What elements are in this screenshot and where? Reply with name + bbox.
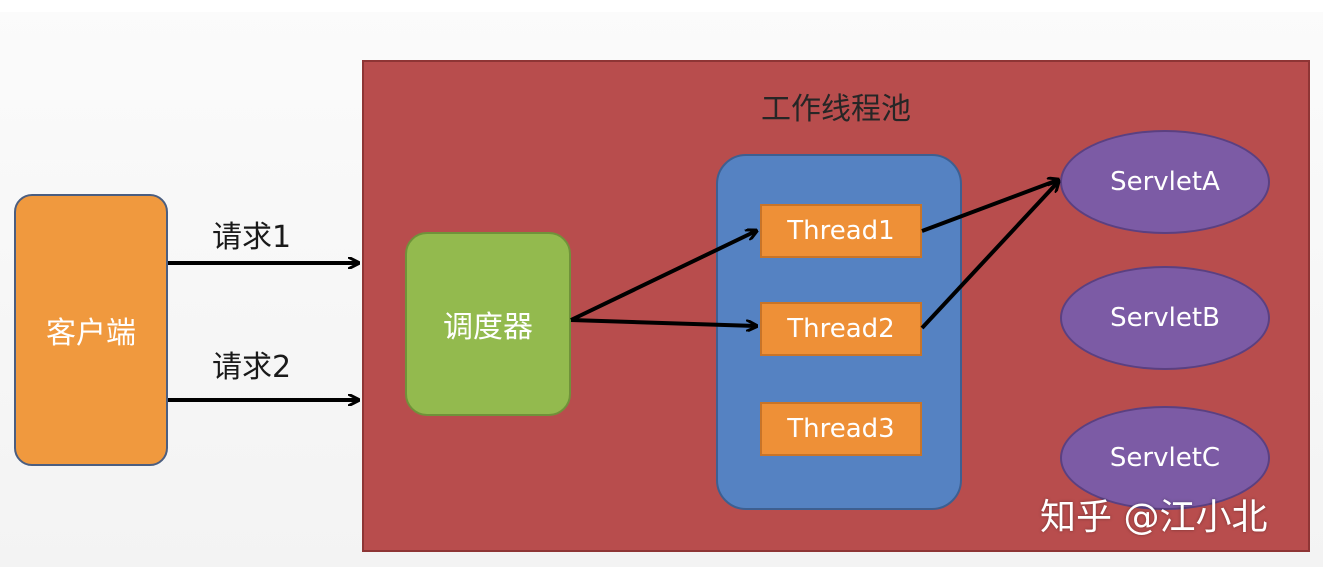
request-1-label: 请求1 — [212, 220, 292, 255]
request-2-label: 请求2 — [212, 350, 292, 385]
servlet-c-label: ServletC — [1109, 443, 1221, 473]
client-box: 客户端 — [14, 194, 168, 466]
scheduler-to-thread2-arrow — [570, 318, 756, 326]
thread-3-label: Thread3 — [787, 414, 895, 444]
scheduler-to-thread1-arrow — [570, 231, 756, 322]
servlet-b-label: ServletB — [1110, 303, 1220, 333]
thread1-to-servleta-arrow — [921, 180, 1058, 233]
top-band — [0, 0, 1323, 12]
thread-1-box: Thread1 — [760, 204, 922, 258]
thread-1-label: Thread1 — [787, 216, 895, 246]
thread-2-label: Thread2 — [787, 314, 895, 344]
thread2-to-servleta-arrow — [920, 182, 1058, 330]
thread-3-box: Thread3 — [760, 402, 922, 456]
servlet-a-label: ServletA — [1110, 167, 1220, 197]
scheduler-box: 调度器 — [405, 232, 571, 416]
scheduler-label: 调度器 — [443, 310, 533, 345]
client-label: 客户端 — [46, 316, 136, 351]
thread-2-box: Thread2 — [760, 302, 922, 356]
watermark: 知乎 @江小北 — [1040, 497, 1268, 538]
servlet-b-ellipse: ServletB — [1060, 266, 1270, 370]
servlet-c-ellipse: ServletC — [1060, 406, 1270, 510]
pool-title: 工作线程池 — [761, 92, 911, 127]
